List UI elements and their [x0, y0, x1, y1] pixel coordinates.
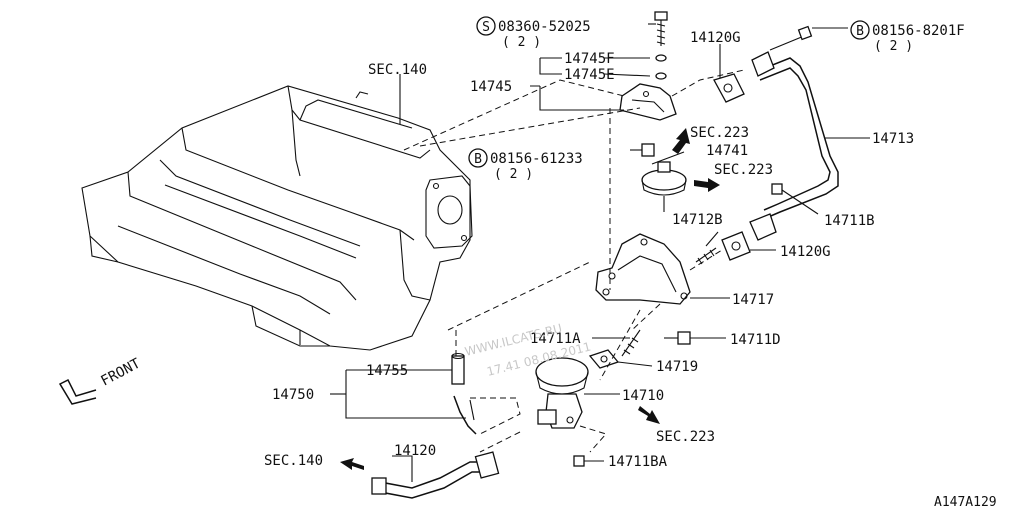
- label-sec223-b[interactable]: SEC.223: [714, 162, 773, 178]
- direction-arrows: [58, 128, 720, 470]
- label-bolt-b-top-qty: ( 2 ): [874, 39, 913, 54]
- label-bolt-b-mid-part[interactable]: 08156-61233: [490, 151, 583, 167]
- badge-b-top: B: [850, 20, 870, 40]
- label-bolt-s-qty: ( 2 ): [502, 35, 541, 50]
- washer-14745e: [655, 72, 667, 80]
- label-sec140-bottom[interactable]: SEC.140: [264, 453, 323, 469]
- bracket-14717: [595, 233, 691, 305]
- arrow-sec140-bottom: [340, 458, 364, 470]
- badge-b-mid: B: [468, 148, 488, 168]
- label-14120[interactable]: 14120: [394, 443, 436, 459]
- label-14120g-mid[interactable]: 14120G: [780, 244, 831, 260]
- label-14745e[interactable]: 14745E: [564, 67, 615, 83]
- label-14755[interactable]: 14755: [366, 363, 408, 379]
- bolt-08156-61233: [630, 143, 655, 157]
- label-bolt-s-part[interactable]: 08360-52025: [498, 19, 591, 35]
- label-14710[interactable]: 14710: [622, 388, 664, 404]
- label-14711b[interactable]: 14711B: [824, 213, 875, 229]
- label-14719[interactable]: 14719: [656, 359, 698, 375]
- dashed-reference-lines: [403, 69, 745, 453]
- svg-text:B: B: [856, 24, 864, 39]
- connector-14755: [451, 352, 465, 385]
- arrow-sec223-bottom: [638, 406, 660, 424]
- label-14712b[interactable]: 14712B: [672, 212, 723, 228]
- engine-cylinder-head: [81, 85, 473, 351]
- bolt-08360-52025: [654, 11, 668, 46]
- heat-shield-plate-14745: [619, 83, 677, 121]
- label-14711d[interactable]: 14711D: [730, 332, 781, 348]
- gasket-14719: [588, 349, 620, 369]
- arrow-sec223-right: [694, 178, 720, 192]
- label-14713[interactable]: 14713: [872, 131, 914, 147]
- label-14711ba[interactable]: 14711BA: [608, 454, 668, 470]
- egr-vacuum-valve-14741: [641, 161, 687, 212]
- nut-14711ba: [573, 455, 585, 467]
- leader-lines: [330, 23, 870, 482]
- svg-text:S: S: [482, 20, 490, 35]
- label-14745[interactable]: 14745: [470, 79, 512, 95]
- bolt-08156-8201f: [769, 25, 813, 51]
- label-bolt-b-top-part[interactable]: 08156-8201F: [872, 23, 965, 39]
- gasket-14120g-top: [713, 73, 745, 103]
- label-sec223-c[interactable]: SEC.223: [656, 429, 715, 445]
- svg-text:B: B: [474, 152, 482, 167]
- arrow-sec223-up: [672, 128, 690, 154]
- label-14741[interactable]: 14741: [706, 143, 748, 159]
- gasket-14120g-mid: [721, 231, 751, 261]
- label-bolt-b-mid-qty: ( 2 ): [494, 167, 533, 182]
- badge-s: S: [476, 16, 496, 36]
- stud-14712b: [695, 247, 717, 265]
- stud-14711a: [621, 329, 641, 357]
- tube-14120: [371, 451, 500, 499]
- diagram-code: A147A129: [934, 495, 997, 510]
- nut-14711b: [771, 183, 783, 195]
- front-arrow-icon: [58, 378, 97, 405]
- clip-14750: [453, 395, 477, 435]
- label-14711a[interactable]: 14711A: [530, 331, 581, 347]
- egr-pipe-14713: [749, 51, 839, 241]
- washer-14745f: [655, 54, 667, 62]
- label-14717[interactable]: 14717: [732, 292, 774, 308]
- label-sec223-a[interactable]: SEC.223: [690, 125, 749, 141]
- bolt-14711d: [664, 331, 691, 345]
- label-front: FRONT: [98, 355, 143, 389]
- label-14745f[interactable]: 14745F: [564, 51, 615, 67]
- egr-valve-14710: [535, 357, 589, 429]
- label-14120g-top[interactable]: 14120G: [690, 30, 741, 46]
- label-sec140-top[interactable]: SEC.140: [368, 62, 427, 78]
- label-14750[interactable]: 14750: [272, 387, 314, 403]
